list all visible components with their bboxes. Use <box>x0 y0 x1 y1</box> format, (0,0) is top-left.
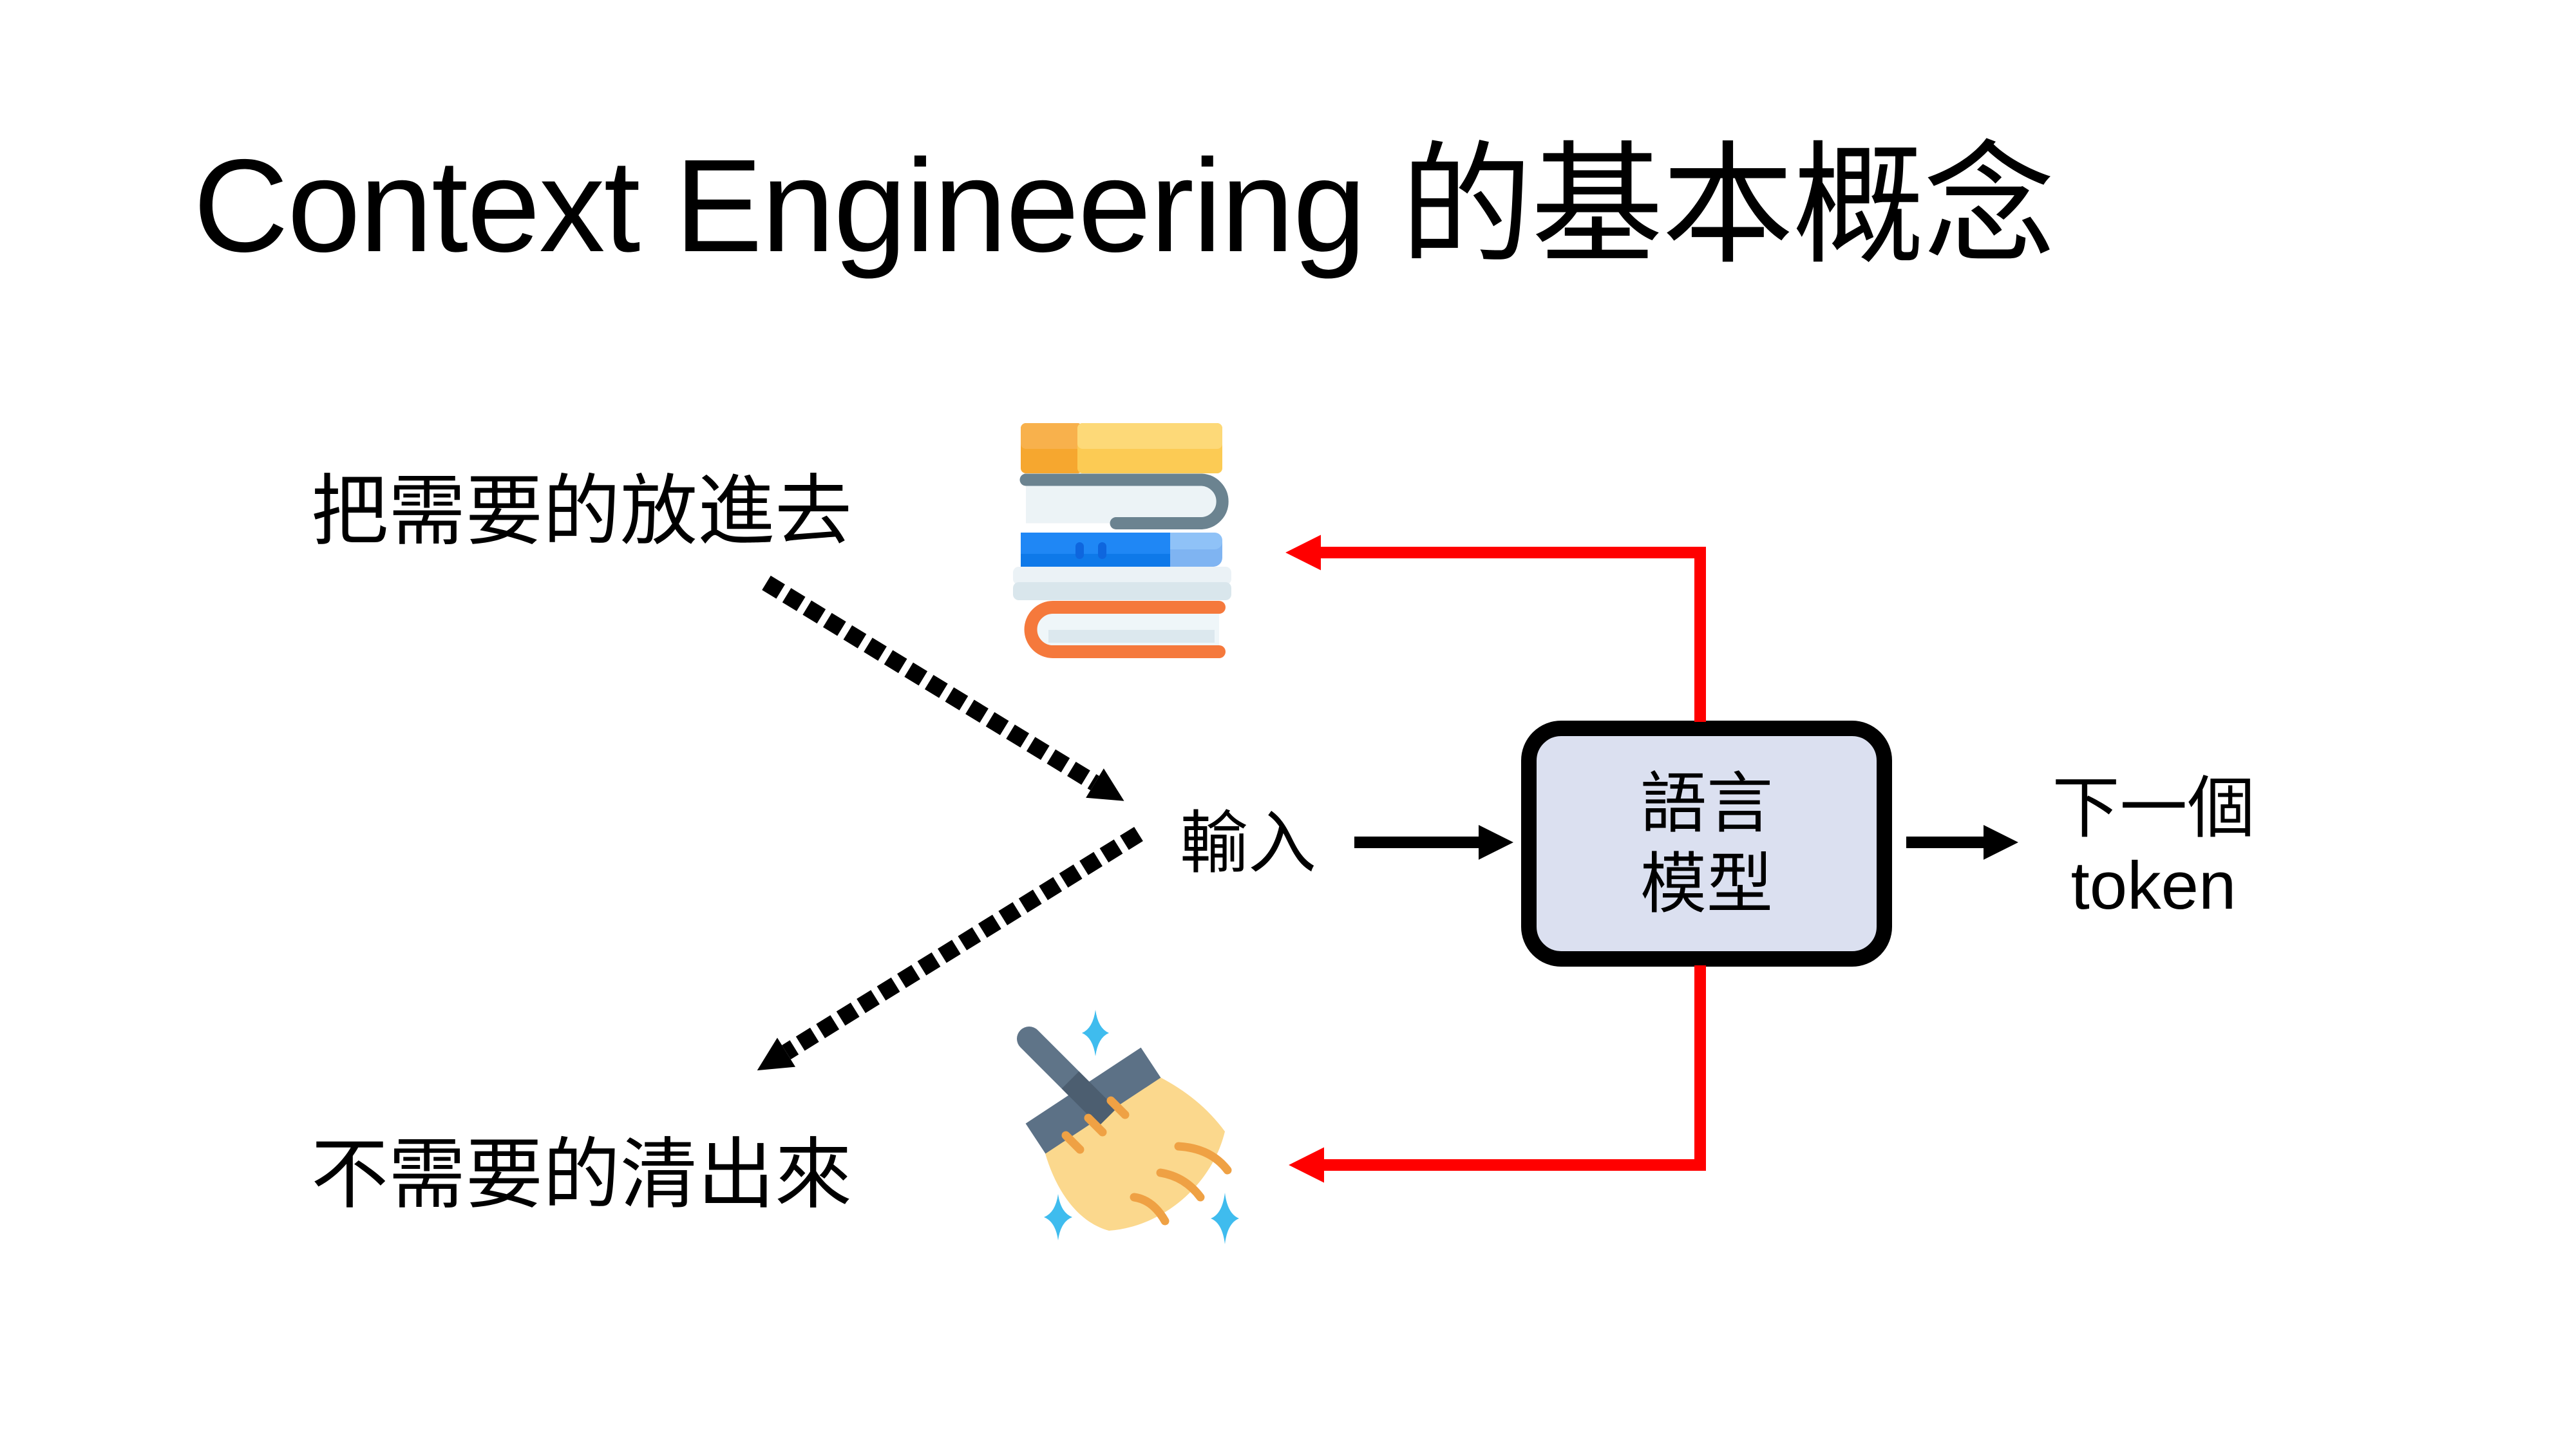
label-input: 輸入 <box>1180 806 1316 882</box>
language-model-box: 語言 模型 <box>1521 721 1892 967</box>
label-next-token-line1: 下一個 <box>2052 771 2255 846</box>
page-title: Context Engineering 的基本概念 <box>193 132 2056 279</box>
feedback-arrow-top <box>1285 535 1706 722</box>
books-stack-icon <box>1013 423 1231 658</box>
model-label-line2: 模型 <box>1640 847 1773 921</box>
label-put-in: 把需要的放進去 <box>311 468 852 554</box>
label-clean-out: 不需要的清出來 <box>311 1132 852 1218</box>
label-next-token: 下一個 token <box>2027 770 2280 925</box>
dotted-arrow-put-in <box>762 575 1124 801</box>
model-label-line1: 語言 <box>1640 766 1773 840</box>
broom-icon <box>1017 1010 1239 1244</box>
dotted-arrow-clean-out <box>757 826 1143 1071</box>
feedback-arrow-bottom <box>1289 965 1706 1183</box>
label-next-token-line2: token <box>2070 848 2237 923</box>
